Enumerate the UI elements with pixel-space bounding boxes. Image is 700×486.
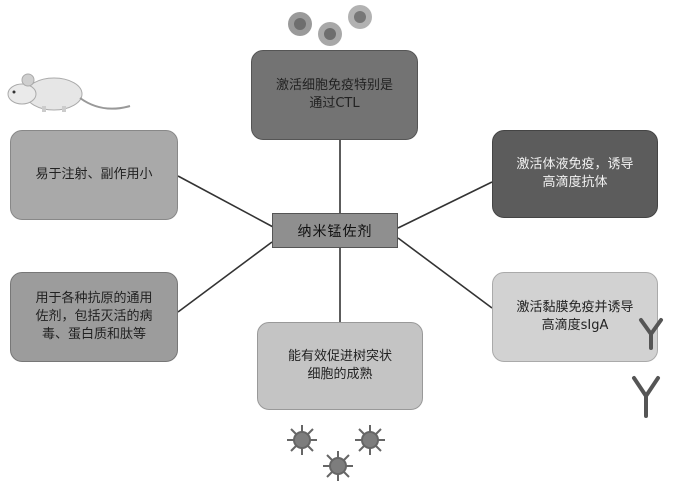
node-upper-left: 易于注射、副作用小 [10,130,178,220]
antibody-icon [639,318,663,350]
mouse-icon [7,73,131,112]
node-lower-right-text: 激活黏膜免疫并诱导 高滴度sIgA [516,300,634,333]
dendritic-cell-icon [287,425,385,481]
node-lower-left-text: 用于各种抗原的通用 佐剂，包括灭活的病 毒、蛋白质和肽等 [35,291,153,342]
connector-lower-left [177,241,273,313]
cells-icon [288,5,372,46]
node-upper-right-text: 激活体液免疫，诱导 高滴度抗体 [516,157,634,190]
connector-upper-right [397,181,493,229]
node-bottom-text: 能有效促进树突状 细胞的成熟 [287,349,392,382]
node-top: 激活细胞免疫特别是 通过CTL [251,50,418,140]
center-node-label: 纳米锰佐剂 [297,223,373,240]
node-upper-right: 激活体液免疫，诱导 高滴度抗体 [492,130,658,218]
node-upper-left-text: 易于注射、副作用小 [35,167,153,182]
antibody-icon-2 [632,376,660,418]
node-bottom: 能有效促进树突状 细胞的成熟 [257,322,423,410]
node-top-text: 激活细胞免疫特别是 通过CTL [275,78,393,111]
center-node: 纳米锰佐剂 [272,213,398,248]
connector-lower-right [397,237,493,309]
connector-upper-left [177,175,276,229]
node-lower-left: 用于各种抗原的通用 佐剂，包括灭活的病 毒、蛋白质和肽等 [10,272,178,362]
node-lower-right: 激活黏膜免疫并诱导 高滴度sIgA [492,272,658,362]
